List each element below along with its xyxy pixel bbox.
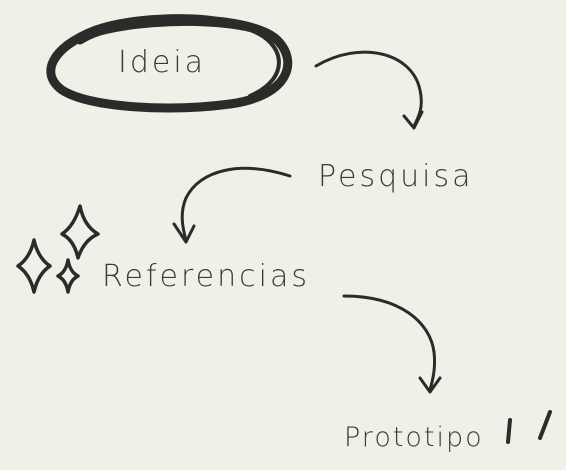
ideia-circle bbox=[46, 14, 293, 113]
sparkle-icon bbox=[60, 204, 100, 260]
arrow-referencias-prototipo bbox=[342, 294, 442, 394]
arrow-ideia-pesquisa bbox=[314, 50, 424, 130]
node-prototipo: Prototipo bbox=[344, 422, 484, 453]
sparkle-icon bbox=[16, 238, 52, 294]
emphasis-marks bbox=[506, 410, 552, 444]
node-pesquisa: Pesquisa bbox=[318, 159, 474, 194]
sparkle-icon bbox=[56, 258, 80, 294]
arrow-pesquisa-referencias bbox=[172, 166, 292, 244]
node-ideia: Ideia bbox=[118, 45, 207, 80]
node-referencias: Referencias bbox=[102, 259, 310, 294]
